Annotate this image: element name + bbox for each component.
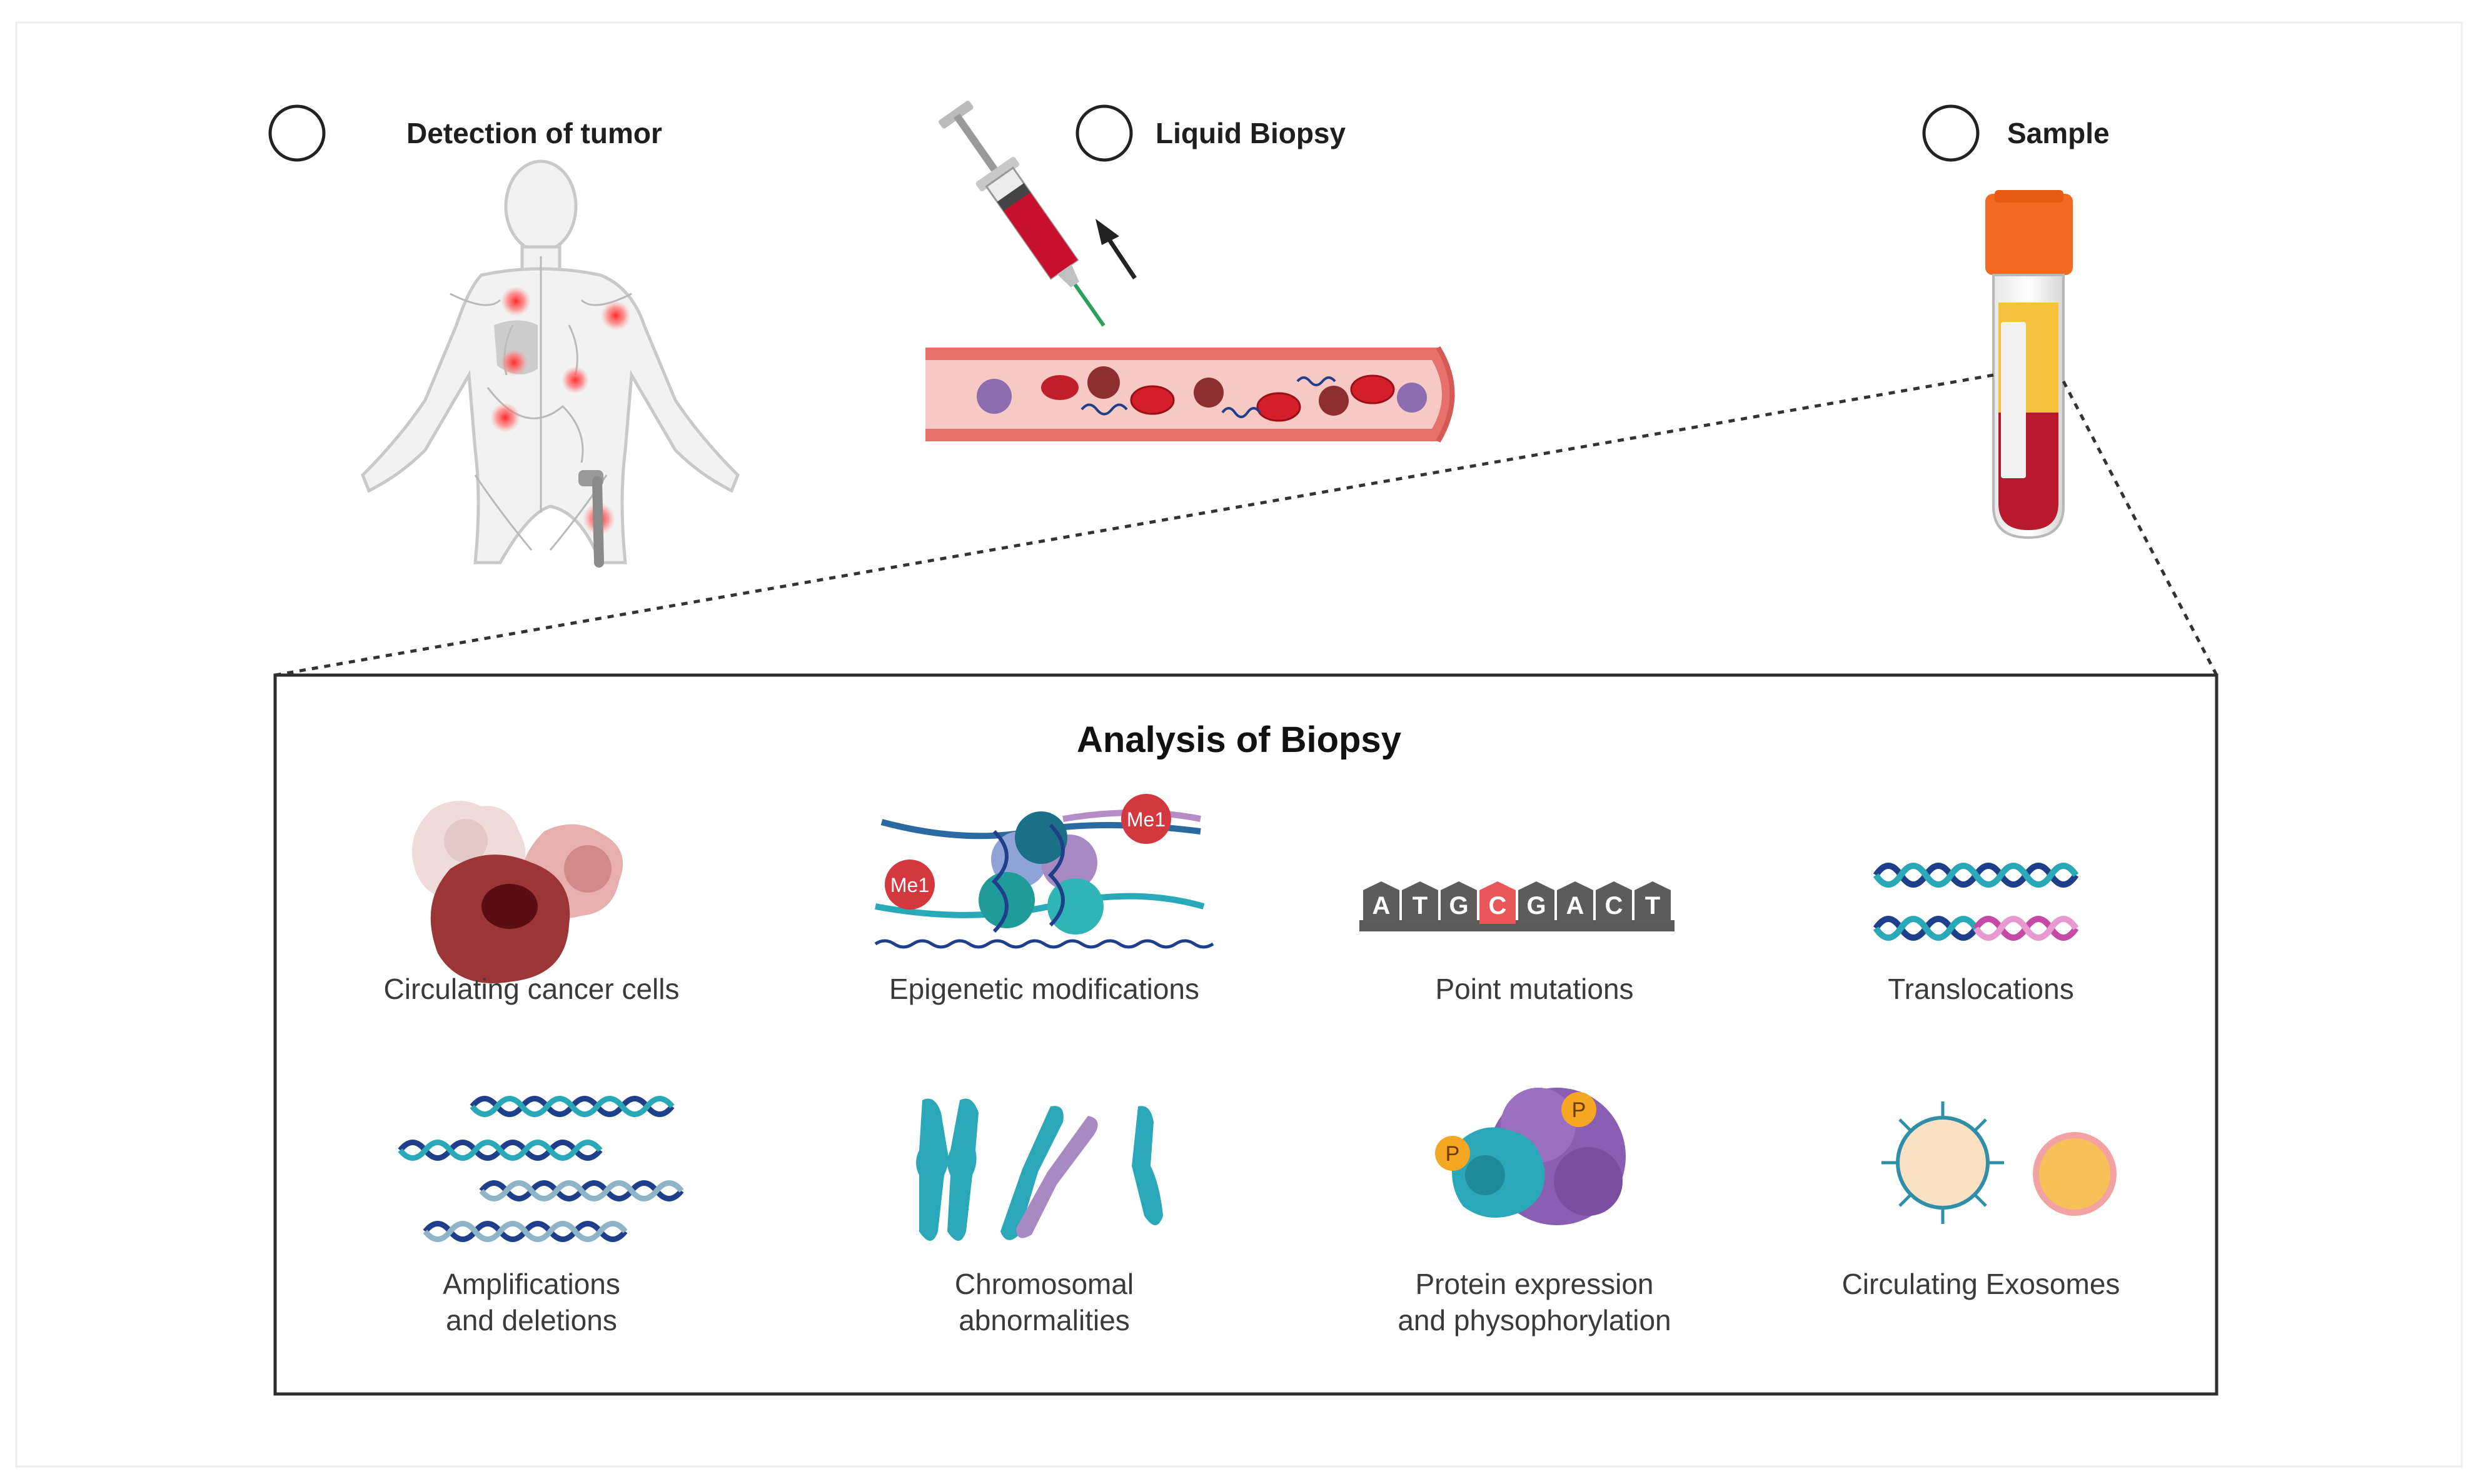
methyl-tag-1: Me1 xyxy=(1127,808,1166,831)
nucleotide-box xyxy=(1557,881,1593,924)
caption-amplifications-line2: and deletions xyxy=(446,1304,617,1336)
chromosome-icon xyxy=(916,1098,1163,1241)
caption-protein-line1: Protein expression xyxy=(1415,1268,1654,1300)
phospho-tag-1: P xyxy=(1572,1098,1586,1122)
nucleotide-letter: G xyxy=(1526,892,1546,920)
analysis-box xyxy=(273,673,2219,1396)
step-1-title: Detection of tumor xyxy=(406,117,662,149)
nucleotide-letter: T xyxy=(1645,892,1660,920)
nucleotide-box xyxy=(1634,881,1671,924)
caption-amplifications-line1: Amplifications xyxy=(443,1268,620,1300)
syringe-icon xyxy=(939,101,1106,327)
endoscope-icon xyxy=(578,470,604,568)
caption-epigenetic-modifications: Epigenetic modifications xyxy=(889,973,1200,1005)
amplification-icon xyxy=(398,1096,684,1242)
human-body-icon xyxy=(361,159,740,564)
caption-amplifications: Amplifications and deletions xyxy=(325,1266,738,1338)
nucleotide-box xyxy=(1363,881,1399,924)
nucleotide-letter: G xyxy=(1449,892,1468,920)
analysis-title: Analysis of Biopsy xyxy=(1077,719,1401,760)
step-2-circle xyxy=(1075,104,1133,162)
tumor-markers xyxy=(490,286,631,535)
caption-translocations: Translocations xyxy=(1888,973,2074,1005)
caption-point-mutations: Point mutations xyxy=(1435,973,1634,1005)
nucleotide-box xyxy=(1402,881,1438,924)
caption-circulating-cancer-cells: Circulating cancer cells xyxy=(383,973,680,1005)
step-2-title: Liquid Biopsy xyxy=(1156,117,1346,149)
step-1-circle xyxy=(268,104,326,162)
nucleotide-box xyxy=(1479,881,1516,924)
protein-icon: P P xyxy=(1435,1088,1626,1225)
caption-chromosomal: Chromosomal abnormalities xyxy=(838,1266,1251,1338)
blood-tube-icon xyxy=(1985,190,2073,539)
caption-chromosomal-line2: abnormalities xyxy=(959,1304,1130,1336)
phospho-tag-2: P xyxy=(1446,1142,1460,1166)
cancer-cells-icon xyxy=(411,801,623,983)
zoom-line-right xyxy=(2062,380,2219,676)
caption-protein-line2: and physophorylation xyxy=(1398,1304,1671,1336)
withdraw-arrowhead xyxy=(1095,219,1119,245)
zoom-line-left xyxy=(274,373,1994,677)
caption-circulating-exosomes: Circulating Exosomes xyxy=(1841,1268,2120,1300)
epigenetic-icon: Me1 Me1 xyxy=(874,794,1214,949)
figure-border xyxy=(15,21,2463,1468)
step-3-circle xyxy=(1922,104,1980,162)
nucleotide-box xyxy=(1596,881,1632,924)
nucleotide-letter: C xyxy=(1489,892,1507,920)
nucleotide-box xyxy=(1441,881,1477,924)
step-3-title: Sample xyxy=(2007,117,2110,149)
exosome-icon xyxy=(1881,1101,2117,1224)
blood-cells xyxy=(977,366,1427,422)
nucleotide-letter: A xyxy=(1372,892,1391,920)
caption-chromosomal-line1: Chromosomal xyxy=(954,1268,1134,1300)
nucleotide-letter: C xyxy=(1605,892,1623,920)
nucleotide-box xyxy=(1518,881,1554,924)
caption-protein: Protein expression and physophorylation xyxy=(1328,1266,1741,1338)
nucleotide-letter: T xyxy=(1413,892,1428,920)
methyl-tag-2: Me1 xyxy=(890,874,929,896)
translocation-icon xyxy=(1873,863,2079,941)
nucleotide-letter: A xyxy=(1566,892,1584,920)
